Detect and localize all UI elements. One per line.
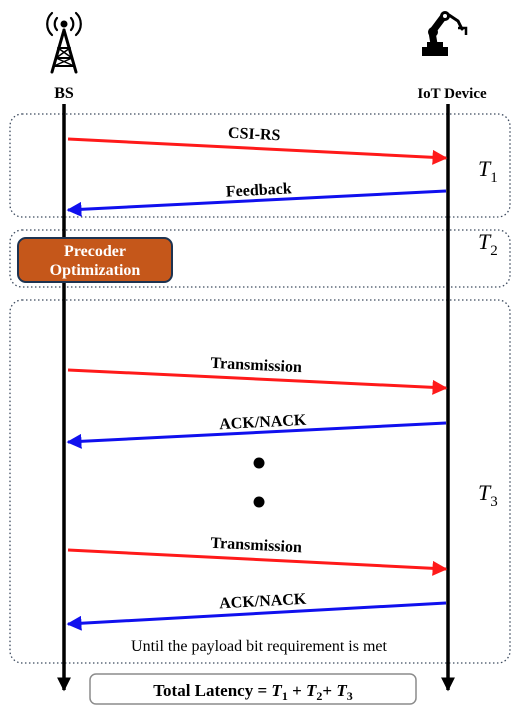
total-t1-sub: 1 [282,689,288,703]
transmission-arrow-2 [67,548,448,576]
total-t3-sub: 3 [347,689,353,703]
feedback-arrow [66,189,447,217]
iot-device-label: IoT Device [417,86,487,102]
phase-label-t3: T3 [478,480,498,510]
until-note-bg [80,634,440,656]
continuation-dot-1 [253,457,265,469]
ack-nack-label-1: ACK/NACK [219,412,307,433]
total-t3: T [336,681,347,700]
t2-symbol: T [478,229,492,254]
phase-box-t2 [9,229,511,288]
t1-subscript: 1 [490,170,498,186]
precoder-label-line2: Optimization [50,262,141,279]
csi-rs-arrow [67,137,448,165]
transmission-label-2: Transmission [210,535,302,557]
total-t1: T [271,681,282,700]
transmission-label-1: Transmission [210,355,302,376]
precoder-optimization-box [17,237,173,283]
total-plus-2: + [322,681,336,700]
t3-subscript: 3 [490,494,498,510]
t3-symbol: T [478,480,492,505]
bs-label: BS [54,85,74,102]
ack-nack-arrow-2 [66,601,447,631]
total-t2: T [306,681,317,700]
total-latency-label: Total Latency = T1 + T2+ T3 [153,681,352,703]
transmission-arrow-1 [67,368,448,395]
ack-nack-arrow-1 [66,421,447,449]
phase-label-t2: T2 [478,229,498,259]
total-latency-box [89,673,417,705]
csi-rs-label: CSI-RS [228,125,281,145]
phase-label-t1: T1 [478,156,498,186]
feedback-label: Feedback [225,180,292,200]
until-note: Until the payload bit requirement is met [131,638,387,655]
precoder-label-line1: Precoder [64,243,126,260]
total-latency-prefix: Total Latency = [153,681,271,700]
total-t2-sub: 2 [316,689,322,703]
robot-arm-icon [422,11,468,56]
phase-box-t3 [9,299,511,664]
continuation-dot-2 [253,496,265,508]
t1-symbol: T [478,156,492,181]
total-plus-1: + [288,681,306,700]
t2-subscript: 2 [490,243,498,259]
cell-tower-icon [46,11,82,74]
ack-nack-label-2: ACK/NACK [219,591,307,613]
